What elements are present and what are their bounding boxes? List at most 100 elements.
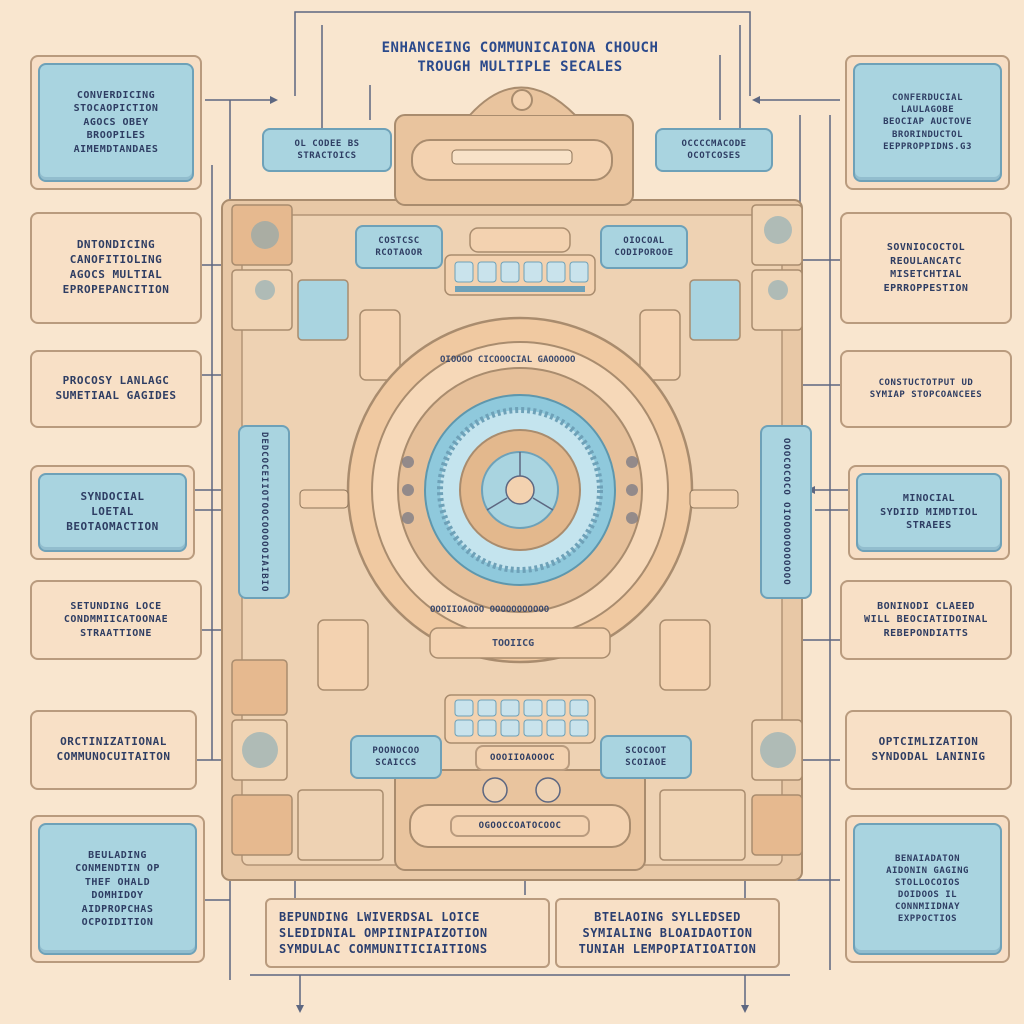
left-box-3-line: PROCOSY LANLAGC [62,374,170,388]
bottom-left-line: SYMDULAC COMMUNITICIAITIONS [279,942,488,957]
inner-pill-text: OIOCOAL [623,235,665,246]
inner-pill-low-left: POONOCOO SCAICCS [350,735,442,779]
right-box-1-line: BRORINDUCTOL [891,129,964,140]
right-box-7-line: DOIDOOS IL [897,890,958,900]
ring-bottom-text: OOOIIOAOOO OOOOOOOOOOO [430,605,549,615]
left-box-7: BEULADING CONMENDTIN OP THEF OHALD DOMHI… [30,815,205,963]
inner-pill-text: OCCCCMACODE [681,138,747,149]
ring-bottom-text-label: OOOIIOAOOO OOOOOOOOOOO [430,605,550,615]
inner-pill-mid-right: OIOCOAL CODIPOROOE [600,225,688,269]
right-box-1-line: BEOCIAP AUCTOVE [883,117,972,128]
inner-pill-text: POONOCOO [372,745,420,756]
left-box-4-line: SYNDOCIAL [80,490,145,504]
right-box-3-line: SYMIAP STOPCOANCEES [869,390,983,400]
right-box-1-line: EEPPROPPIDNS.G3 [883,141,972,152]
right-box-2-line: EPRROPPESTION [883,282,969,294]
left-box-7-line: BEULADING [88,849,147,861]
left-box-1-line: AGOCS OBEY [83,116,149,128]
right-box-4: MINOCIAL SYDIID MIMDTIOL STRAEES [848,465,1010,560]
right-box-2-line: MISETCHTIAL [890,269,962,280]
left-box-4-line: BEOTAOMACTION [66,519,159,533]
left-box-1-line: CONVERDICING [76,89,156,101]
title-line-1: ENHANCEING COMMUNICAIONA CHOUCH [381,39,659,56]
inner-pill-text: RCOTAOOR [375,248,423,258]
bottom-right-line: TUNIAH LEMPOPIATIOATION [578,942,757,957]
right-box-2: SOVNIOCOCTOL REOULANCATC MISETCHTIAL EPR… [840,212,1012,324]
bottom-banner: OGOOCCOATOCOOC [450,815,590,837]
right-box-1: CONFERDUCIAL LAULAGOBE BEOCIAP AUCTOVE B… [845,55,1010,190]
inner-pill-text: OL CODEE BS [294,138,360,149]
right-box-7-line: AIDONIN GAGING [886,865,969,876]
right-box-7-line: STOLLOCOIOS [894,877,961,888]
left-box-2-line: DNTONDICING [76,238,156,252]
inner-pill-center-small: OOOIIOAOOOC [475,745,570,771]
right-box-6-line: SYNDODAL LANINIG [871,750,986,763]
left-box-4-line: LOETAL [91,505,134,519]
vertical-pill-left-text: DEDCOCEIIOTOOCOOOOOIAIBIO [259,431,269,593]
right-box-5-line: BONINODI CLAEED [877,600,975,612]
bottom-left-line: SLEDIDNIAL OMPIINIPAIZOTION [279,925,488,940]
right-box-3: CONSTUCTOTPUT UD SYMIAP STOPCOANCEES [840,350,1012,428]
left-box-5-line: CONDMMIICATOONAE [63,614,169,626]
left-box-4: SYNDOCIAL LOETAL BEOTAOMACTION [30,465,195,560]
vertical-pill-right: OOOCOCOCO OIOOOOOOOOOOO [760,425,812,599]
ring-top-text-label: OIOOOO CICOOOCIAL GAOOOOO [440,355,576,365]
right-box-5: BONINODI CLAEED WILL BEOCIATIDOINAL REBE… [840,580,1012,660]
vertical-pill-left: DEDCOCEIIOTOOCOOOOOIAIBIO [238,425,290,599]
left-box-1-line: AIMEMDTANDAES [73,143,159,155]
inner-pill-text: SCOCOOT [625,745,667,756]
left-box-6-line: COMMUNOCUITAITON [56,750,171,763]
left-box-1-line: STOCAOPICTION [73,103,159,115]
left-box-7-line: THEF OHALD [84,876,151,888]
left-box-2-line: CANOFITIOLING [69,253,163,267]
left-box-2-line: AGOCS MULTIAL [69,268,163,281]
vertical-pill-right-text: OOOCOCOCO OIOOOOOOOOOOO [781,438,791,586]
right-box-1-line: LAULAGOBE [900,105,955,116]
right-box-7-line: EXPPOCTIOS [897,914,958,925]
left-box-2-line: EPROPEPANCITION [62,282,170,296]
inner-pill-top-right: OCCCCMACODE OCOTCOSES [655,128,773,172]
right-box-5-line: REBEPONDIATTS [883,627,969,639]
right-box-2-line: REOULANCATC [890,255,962,267]
diagram-title: ENHANCEING COMMUNICAIONA CHOUCH TROUGH M… [300,35,740,80]
bottom-right-line: BTELAOING SYLLEDSED [594,909,741,924]
left-box-6-line: ORCTINIZATIONAL [60,735,167,749]
right-box-1-line: CONFERDUCIAL [891,93,964,104]
ring-label: TOOIICG [492,638,534,649]
right-box-7-line: CONNMIIDNAY [894,902,961,913]
left-box-7-line: CONMENDTIN OP [75,863,160,874]
right-box-6: OPTCIMLIZATION SYNDODAL LANINIG [845,710,1012,790]
inner-pill-mid-left: COSTCSC RCOTAOOR [355,225,443,269]
right-box-3-line: CONSTUCTOTPUT UD [878,377,974,388]
inner-pill-text: STRACTOICS [297,151,357,161]
left-box-3-line: SUMETIAAL GAGIDES [55,389,177,402]
ring-label-text: TOOIICG [492,638,535,649]
right-box-6-line: OPTCIMLIZATION [878,735,979,749]
right-box-5-line: WILL BEOCIATIDOINAL [864,614,988,626]
right-box-4-line: STRAEES [906,520,952,532]
left-box-2: DNTONDICING CANOFITIOLING AGOCS MULTIAL … [30,212,202,324]
left-box-7-line: OCPOIDITION [81,917,154,928]
inner-pill-low-right: SCOCOOT SCOIAOE [600,735,692,779]
title-line-2: TROUGH MULTIPLE SECALES [417,58,623,75]
left-box-7-line: DOMHIDOY [91,890,144,901]
left-box-5-line: STRAATTIONE [80,627,152,639]
left-box-5: SETUNDING LOCE CONDMMIICATOONAE STRAATTI… [30,580,202,660]
inner-pill-text: SCOIAOE [625,758,667,768]
inner-pill-top-left: OL CODEE BS STRACTOICS [262,128,392,172]
inner-pill-text: CODIPOROOE [614,248,674,258]
right-box-7: BENAIADATON AIDONIN GAGING STOLLOCOIOS D… [845,815,1010,963]
bottom-box-right: BTELAOING SYLLEDSED SYMIALING BLOAIDAOTI… [555,898,780,968]
inner-pill-text: SCAICCS [375,758,417,768]
bottom-banner-text: OGOOCCOATOCOOC [478,820,562,831]
right-box-7-line: BENAIADATON [894,853,961,864]
inner-pill-text: COSTCSC [378,235,420,246]
bottom-right-line: SYMIALING BLOAIDAOTION [582,925,753,940]
left-box-5-line: SETUNDING LOCE [70,600,162,612]
right-box-2-line: SOVNIOCOCTOL [886,242,966,253]
inner-pill-text: OCOTCOSES [687,151,741,161]
bottom-left-line: BEPUNDING LWIVERDSAL LOICE [279,909,480,924]
left-box-3: PROCOSY LANLAGC SUMETIAAL GAGIDES [30,350,202,428]
left-box-1: CONVERDICING STOCAOPICTION AGOCS OBEY BR… [30,55,202,190]
